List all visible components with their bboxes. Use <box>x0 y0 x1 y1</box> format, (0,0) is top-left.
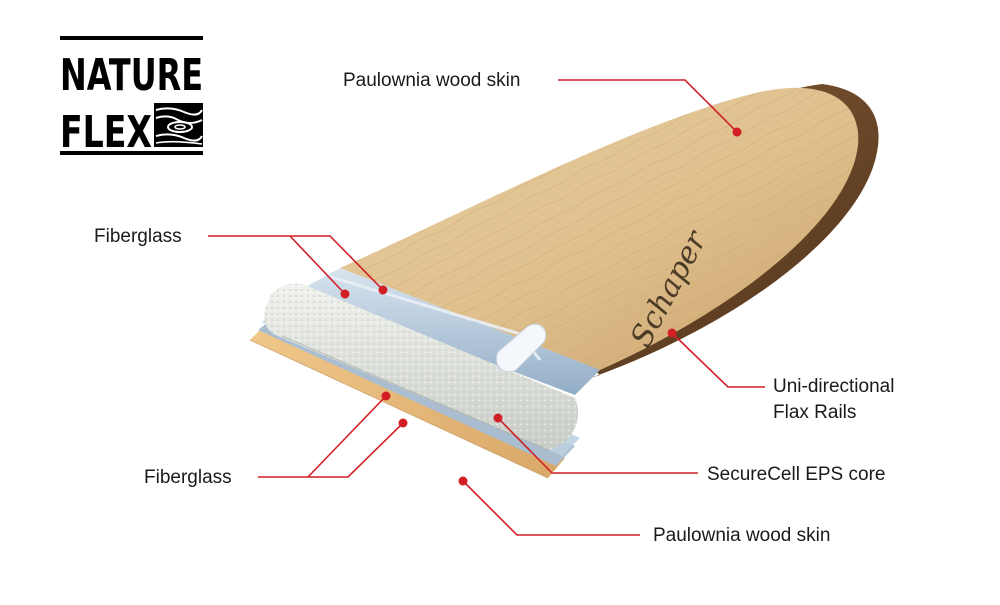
glass-tab <box>496 323 547 373</box>
surfboard-cutaway: Schaper <box>249 84 879 479</box>
callout-bottom-fiberglass: Fiberglass <box>144 391 408 488</box>
callout-rails: Uni-directional Flax Rails <box>667 328 894 423</box>
natureflex-logo: NATURE FLEX <box>60 36 203 158</box>
callout-core-label: SecureCell EPS core <box>707 464 885 485</box>
top-fiberglass-layer <box>300 268 600 395</box>
callout-top-fiberglass-label: Fiberglass <box>94 226 182 247</box>
callout-top-skin-label: Paulownia wood skin <box>343 70 520 91</box>
wood-grain-emblem <box>154 103 203 147</box>
callout-top-fiberglass: Fiberglass <box>94 226 388 299</box>
callout-top-skin: Paulownia wood skin <box>343 70 742 137</box>
callout-bottom-skin-label: Paulownia wood skin <box>653 525 830 546</box>
callout-core: SecureCell EPS core <box>493 413 885 485</box>
logo-line-1: NATURE <box>60 50 203 101</box>
callout-rails-line-1: Uni-directional <box>773 376 894 397</box>
callout-rails-line-2: Flax Rails <box>773 402 856 423</box>
callout-bottom-skin: Paulownia wood skin <box>458 476 830 546</box>
callout-bottom-fiberglass-label: Fiberglass <box>144 467 232 488</box>
logo-line-2: FLEX <box>60 107 152 158</box>
